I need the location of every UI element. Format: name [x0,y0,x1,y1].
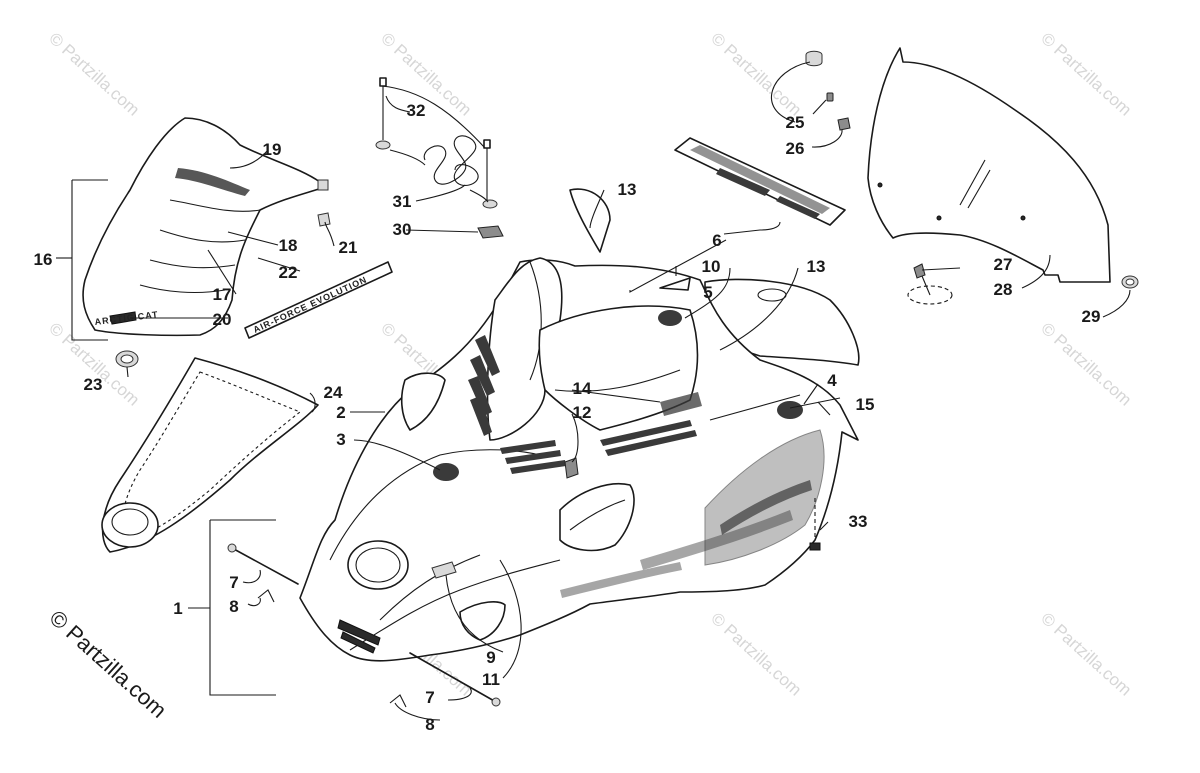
callout-25: 25 [786,113,805,132]
callout-19: 19 [263,140,282,159]
side-decal-13 [569,188,611,253]
callout-21: 21 [339,238,358,257]
watermark: © Partzilla.com [707,609,805,700]
callout-27: 27 [994,255,1013,274]
callout-15: 15 [856,395,875,414]
callout-11: 11 [482,670,500,689]
callout-30: 30 [393,220,412,239]
watermark: © Partzilla.com [707,29,805,120]
callout-24: 24 [324,383,343,402]
nose-frame [101,357,319,553]
nose-cap: ARCTIC CAT [82,117,331,337]
callout-32: 32 [407,101,426,120]
windshield-hardware [770,50,851,148]
callout-20: 20 [213,310,232,329]
watermark: © Partzilla.com [45,29,143,120]
watermark: © Partzilla.com [377,29,475,120]
callout-7: 7 [229,573,238,592]
stripe-decal-22: AIR-FORCE EVOLUTION [244,261,393,339]
callout-13-right: 13 [807,257,826,276]
callout-3: 3 [336,430,345,449]
rear-decal [674,137,846,226]
callout-31: 31 [393,192,412,211]
windshield-washers [907,263,1139,305]
callout-1: 1 [173,599,182,618]
callout-4: 4 [827,371,837,390]
callout-5: 5 [703,283,712,302]
tether-assembly [375,77,504,239]
watermark: © Partzilla.com [1037,319,1135,410]
callout-14: 14 [573,379,592,398]
windshield [867,47,1111,283]
callout-numbers: 16 19 18 21 22 17 20 23 24 2 3 1 7 8 7 8… [34,101,1101,734]
callout-23: 23 [84,375,103,394]
callout-17: 17 [213,285,232,304]
copyright-text: © Partzilla.com [45,605,172,723]
callout-28: 28 [994,280,1013,299]
washer-23-hole [120,354,134,364]
callout-22: 22 [279,263,298,282]
hood-pins [227,543,501,708]
callout-33: 33 [849,512,868,531]
callout-9: 9 [486,648,495,667]
callout-13: 13 [618,180,637,199]
callout-8-lower: 8 [425,715,434,734]
clip-33 [809,498,821,551]
hood-body [299,257,859,662]
stripe-decal-text: AIR-FORCE EVOLUTION [252,274,369,335]
watermark: © Partzilla.com [1037,29,1135,120]
watermark: © Partzilla.com [1037,609,1135,700]
callout-12: 12 [573,403,592,422]
callout-6: 6 [712,231,721,250]
callout-2: 2 [336,403,345,422]
callout-10: 10 [702,257,721,276]
callout-26: 26 [786,139,805,158]
callout-7-lower: 7 [425,688,434,707]
callout-18: 18 [279,236,298,255]
callout-29: 29 [1082,307,1101,326]
callout-8: 8 [229,597,238,616]
callout-16: 16 [34,250,53,269]
leader-lines [56,95,1131,721]
